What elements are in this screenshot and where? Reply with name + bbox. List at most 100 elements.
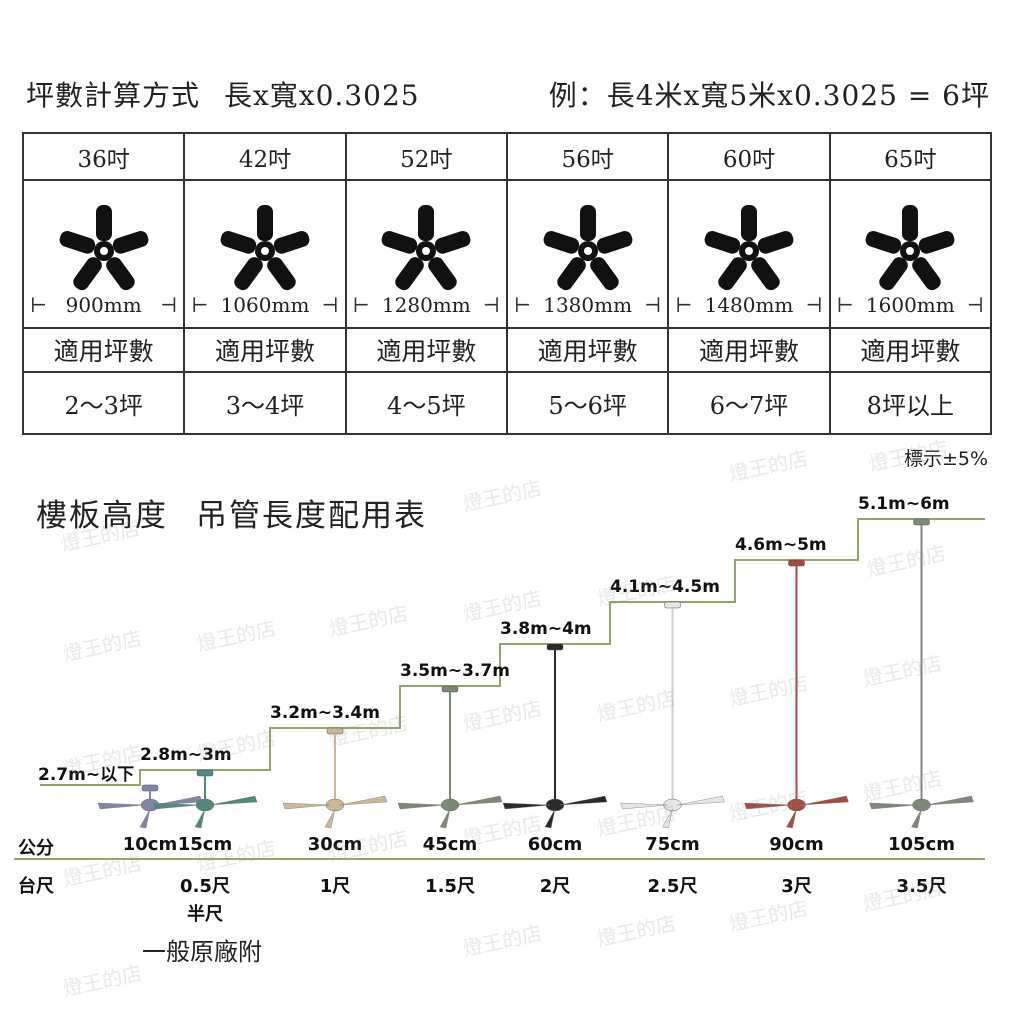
applicable-label: 適用坪數	[667, 327, 831, 373]
fan-blade	[543, 230, 579, 254]
area-formula: 坪數計算方式長x寬x0.3025	[26, 74, 420, 114]
fan-hub-center	[583, 247, 592, 255]
area-cell: 4～5坪	[344, 371, 508, 435]
fan-blade	[194, 808, 206, 829]
fan-cell: ⊢1060mm⊣	[183, 179, 347, 329]
floor-height-label: 4.1m~4.5m	[610, 577, 720, 597]
diameter-value: 1380mm	[543, 293, 633, 317]
diameter-dimension: ⊢1600mm⊣	[836, 293, 984, 317]
fan-blade	[428, 257, 458, 291]
fan-blade	[596, 230, 633, 254]
ceiling-canopy	[326, 727, 344, 735]
downrod-cm-label: 30cm	[307, 834, 363, 855]
formula-title: 坪數計算方式	[26, 79, 201, 112]
size-cell: 65吋	[828, 132, 993, 181]
applicable-label: 適用坪數	[21, 327, 186, 373]
floor-height-title: 樓板高度	[36, 498, 168, 534]
size-cell: 42吋	[183, 132, 347, 181]
fan-blade	[902, 205, 919, 241]
fan-blade	[620, 802, 668, 810]
fan-hub-center	[906, 247, 915, 255]
fan-blade	[912, 257, 942, 291]
fan-blade	[209, 795, 258, 806]
downrod-taiwan-feet-label: 0.5尺	[180, 876, 230, 897]
ceiling-canopy	[788, 559, 805, 567]
downrod-fan-5	[502, 643, 608, 829]
fan-cell: ⊢1380mm⊣	[505, 179, 670, 329]
tolerance-note: 標示±5%	[903, 448, 988, 470]
ceiling-fan-icon	[215, 201, 315, 305]
fan-blade	[559, 795, 608, 806]
fan-blade	[267, 257, 296, 291]
downrod-cm-label: 75cm	[645, 834, 700, 855]
ceiling-canopy	[913, 518, 930, 526]
fan-blade	[234, 257, 263, 291]
size-cell: 56吋	[505, 132, 670, 181]
fan-blade	[919, 230, 955, 254]
diameter-dimension: ⊢1480mm⊣	[675, 293, 823, 317]
downrod-taiwan-feet-label: 3.5尺	[896, 876, 947, 897]
fan-blade	[152, 802, 201, 810]
downrod-fan-4	[397, 685, 503, 829]
fan-blade	[97, 802, 146, 810]
fan-blade	[220, 230, 257, 254]
fan-blades-graphic	[381, 205, 471, 291]
fan-blade	[740, 205, 757, 241]
fan-blade	[911, 808, 922, 829]
fan-blade	[324, 808, 336, 829]
downrod-cm-label: 105cm	[888, 834, 955, 855]
ceiling-canopy	[196, 769, 214, 777]
downrod-taiwan-feet-label: 1.5尺	[425, 876, 475, 897]
ceiling-fan-icon	[376, 201, 476, 305]
fan-blade	[418, 205, 435, 241]
diameter-value: 1280mm	[381, 293, 471, 317]
applicable-label: 適用坪數	[828, 327, 993, 373]
size-cell: 60吋	[667, 132, 831, 181]
fan-hub-center	[422, 247, 431, 255]
ceiling-canopy	[664, 601, 681, 609]
fan-blades-graphic	[59, 205, 149, 291]
fan-blade	[439, 808, 451, 829]
fan-cell: ⊢900mm⊣	[21, 179, 186, 329]
area-cell: 2～3坪	[21, 371, 186, 435]
ceiling-fan-icon	[699, 201, 799, 305]
downrod-fan-1	[97, 784, 203, 829]
fan-blade	[869, 802, 917, 810]
floor-height-label: 5.1m~6m	[858, 494, 950, 514]
applicable-label: 適用坪數	[505, 327, 670, 373]
fan-blade	[662, 808, 673, 829]
size-row: 36吋 42吋 52吋 56吋 60吋 65吋	[21, 132, 993, 181]
fan-blade	[95, 205, 112, 241]
area-cell: 6～7坪	[667, 371, 831, 435]
fan-blades-graphic	[543, 205, 633, 291]
fan-blade	[579, 205, 596, 241]
fan-blade	[704, 230, 741, 254]
diameter-value: 1060mm	[220, 293, 310, 317]
fan-blade	[59, 230, 95, 254]
area-cell: 8坪以上	[828, 371, 993, 435]
area-cell: 5～6坪	[505, 371, 670, 435]
diameter-value: 1480mm	[704, 293, 794, 317]
floor-height-label: 3.8m~4m	[500, 619, 592, 639]
applicable-label: 適用坪數	[344, 327, 508, 373]
diameter-dimension: ⊢1280mm⊣	[352, 293, 500, 317]
floor-height-label: 3.5m~3.7m	[400, 661, 510, 681]
downrod-taiwan-feet-label: 1尺	[319, 876, 351, 897]
downrod-table-title: 吊管長度配用表	[196, 498, 427, 534]
fan-hub-center	[99, 247, 108, 255]
fan-blades-graphic	[220, 205, 310, 291]
applicable-label: 適用坪數	[183, 327, 347, 373]
downrod-fan-2	[152, 769, 258, 829]
fan-blade	[544, 808, 556, 829]
fan-blade	[339, 795, 388, 806]
size-cell: 36吋	[21, 132, 186, 181]
fan-blade	[926, 795, 974, 806]
fan-blades-graphic	[704, 205, 794, 291]
ceiling-fan-icon	[538, 201, 638, 305]
diameter-dimension: ⊢1060mm⊣	[191, 293, 339, 317]
fan-blade	[282, 802, 331, 810]
downrod-fan-3	[282, 727, 388, 829]
fan-blade	[502, 802, 551, 810]
fan-size-table: 36吋 42吋 52吋 56吋 60吋 65吋 ⊢900mm⊣ ⊢1060mm⊣…	[21, 132, 993, 435]
